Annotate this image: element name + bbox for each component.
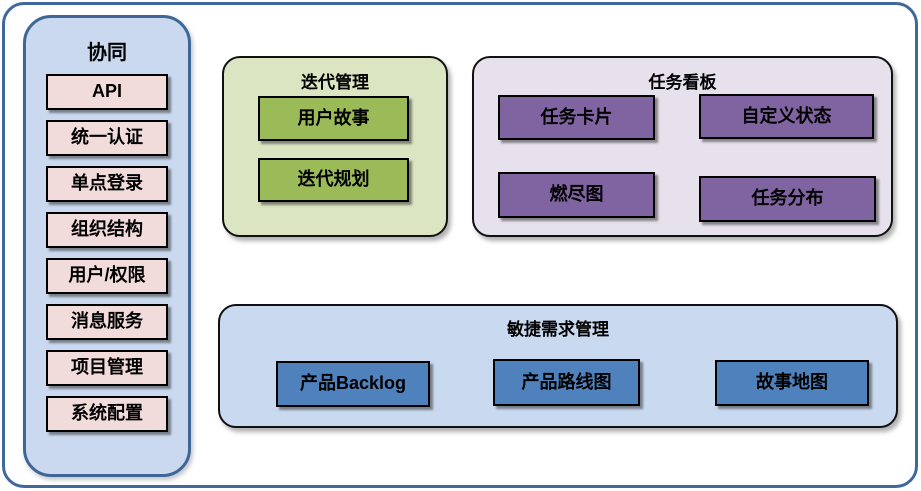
node-product-backlog: 产品Backlog (276, 361, 430, 407)
agile-requirements-title: 敏捷需求管理 (507, 320, 609, 339)
sidebar-item-project-management: 项目管理 (46, 350, 168, 386)
sidebar-item-message-service: 消息服务 (46, 304, 168, 340)
sidebar-item-unified-auth: 统一认证 (46, 120, 168, 156)
sidebar-item-system-config: 系统配置 (46, 396, 168, 432)
node-burndown-chart: 燃尽图 (498, 172, 655, 218)
group-agile-requirements: 敏捷需求管理 产品Backlog 产品路线图 故事地图 (218, 304, 898, 428)
node-story-map: 故事地图 (715, 360, 869, 406)
node-product-roadmap: 产品路线图 (493, 359, 640, 406)
sidebar-item-user-permissions: 用户/权限 (46, 258, 168, 294)
sidebar-item-list: API 统一认证 单点登录 组织结构 用户/权限 消息服务 项目管理 系统配置 (26, 74, 188, 432)
sidebar-title: 协同 (87, 42, 127, 64)
node-task-distribution: 任务分布 (699, 176, 876, 222)
node-iteration-planning: 迭代规划 (258, 158, 409, 202)
node-task-card: 任务卡片 (498, 95, 655, 140)
sidebar-item-org-structure: 组织结构 (46, 212, 168, 248)
sidebar-item-api: API (46, 74, 168, 110)
group-task-board: 任务看板 任务卡片 自定义状态 燃尽图 任务分布 (472, 56, 893, 237)
task-board-title: 任务看板 (648, 73, 717, 92)
group-iteration-management: 迭代管理 用户故事 迭代规划 (222, 56, 448, 237)
iteration-management-title: 迭代管理 (301, 73, 369, 92)
sidebar-item-single-sign-on: 单点登录 (46, 166, 168, 202)
node-custom-status: 自定义状态 (699, 94, 874, 139)
node-user-story: 用户故事 (258, 96, 409, 141)
sidebar-collaboration: 协同 API 统一认证 单点登录 组织结构 用户/权限 消息服务 项目管理 系统… (23, 15, 191, 477)
